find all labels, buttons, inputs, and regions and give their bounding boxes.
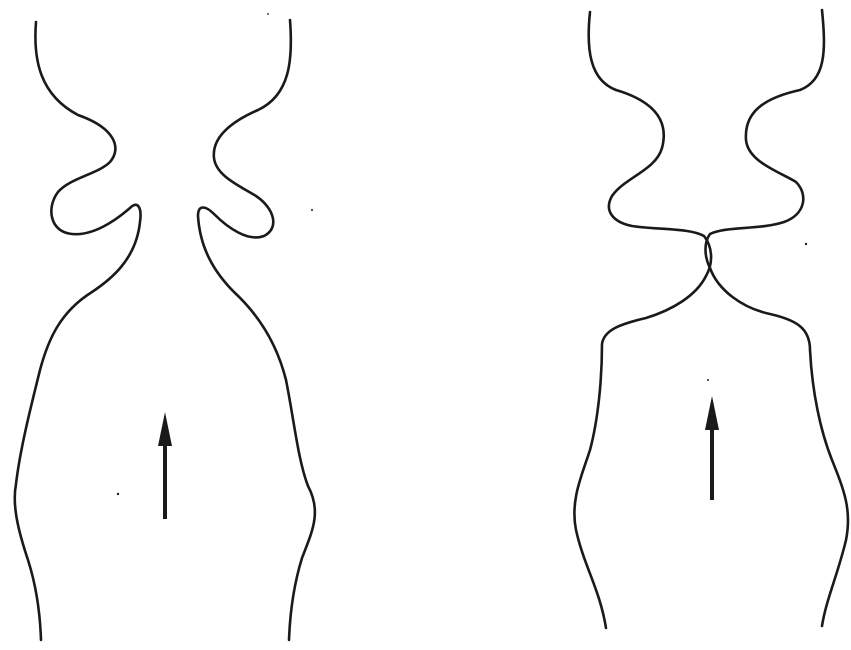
right-panel-left-wall: [574, 12, 711, 628]
right-panel-right-wall: [706, 10, 849, 626]
scan-speck: [707, 379, 709, 381]
scan-speck: [267, 13, 269, 15]
right-panel-arrowhead-icon: [705, 396, 719, 430]
right-panel-flow-arrow: [705, 396, 719, 500]
scan-speck: [117, 493, 119, 495]
left-panel: [15, 20, 315, 640]
left-panel-flow-arrow: [158, 412, 172, 519]
left-panel-right-wall: [198, 20, 315, 640]
scan-speck: [311, 209, 313, 211]
left-panel-left-wall: [15, 22, 141, 640]
left-panel-arrowhead-icon: [158, 412, 172, 446]
right-panel: [574, 10, 848, 628]
scan-speck: [805, 243, 807, 245]
